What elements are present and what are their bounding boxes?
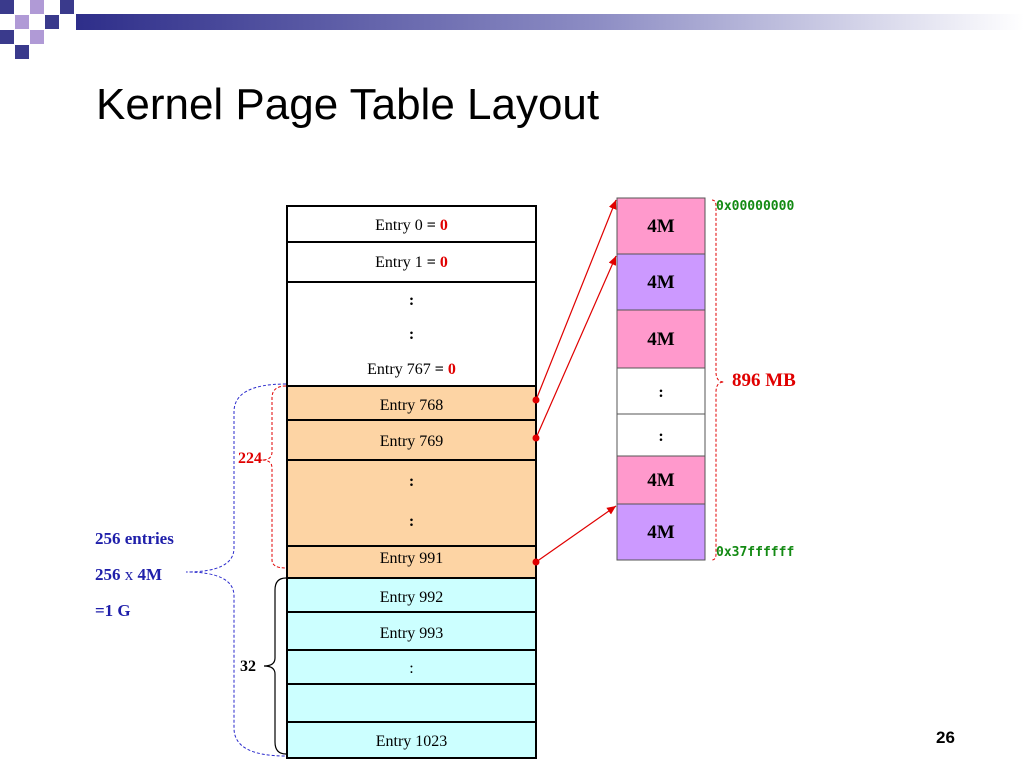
entry-name: Entry 1 [375, 254, 427, 271]
table-row-label: : [409, 513, 414, 530]
entry-name: Entry 769 [380, 433, 444, 450]
table-row-label: Entry 991 [380, 550, 444, 567]
brace-32-label: 32 [240, 658, 256, 675]
memory-block [616, 367, 706, 415]
entry-name: Entry 0 [375, 217, 427, 234]
entry-name: : [409, 292, 414, 309]
brace-32 [263, 577, 287, 755]
diagram-annotations [185, 199, 725, 757]
entry-value: 0 [448, 361, 456, 378]
entry-name: Entry 767 [367, 361, 435, 378]
table-row-label: : [409, 660, 413, 677]
entry-name: Entry 1023 [376, 733, 448, 750]
header-decoration [0, 0, 1024, 59]
table-row-label: : [409, 326, 414, 343]
table-row-label: Entry 993 [380, 625, 444, 642]
entry-name: Entry 768 [380, 397, 444, 414]
memory-block-label: : [658, 384, 663, 401]
entry-value: 0 [440, 217, 448, 234]
table-row-label: Entry 768 [380, 397, 444, 414]
table-row [286, 281, 537, 387]
table-row [286, 721, 537, 759]
brace-224 [261, 385, 287, 569]
table-row-label: Entry 1023 [376, 733, 448, 750]
arrow-entry-768 [535, 199, 617, 401]
entry-name: Entry 992 [380, 589, 444, 606]
table-row-label: : [409, 473, 414, 490]
memory-block-label: 4M [647, 272, 675, 293]
entry-value: 0 [440, 254, 448, 271]
arrow-entry-991 [535, 505, 617, 563]
table-row-label: Entry 0 = 0 [375, 217, 448, 234]
memory-block-label: 4M [647, 522, 675, 543]
memory-block-label: : [658, 428, 663, 445]
memory-block [616, 309, 706, 369]
entry-name: Entry 991 [380, 550, 444, 567]
start-address-label: 0x00000000 [716, 199, 795, 214]
header-square [0, 0, 14, 14]
table-row-label: Entry 769 [380, 433, 444, 450]
note-size: 4M [133, 565, 163, 584]
brace-256-entries [185, 383, 287, 757]
header-square [30, 0, 44, 14]
entry-name: : [409, 473, 414, 490]
table-row [286, 385, 537, 421]
table-row [286, 577, 537, 613]
table-row [286, 683, 537, 723]
memory-block [616, 503, 706, 561]
memory-block [616, 455, 706, 505]
end-address-label: 0x37ffffff [716, 545, 795, 560]
table-row-label: Entry 767 = 0 [367, 361, 456, 378]
note-line-multiplication: 256 x 4M [95, 565, 162, 585]
header-square [15, 45, 29, 59]
note-count: 256 [95, 565, 125, 584]
header-square [60, 0, 74, 14]
entry-equals: = [435, 361, 448, 378]
table-row-label: Entry 1 = 0 [375, 254, 448, 271]
table-row [286, 611, 537, 651]
memory-block [616, 253, 706, 311]
header-square [0, 30, 14, 44]
entry-name: : [409, 326, 414, 343]
memory-block-label: 4M [647, 329, 675, 350]
note-line-entries: 256 entries [95, 529, 174, 548]
table-row [286, 205, 537, 243]
entry-name: : [409, 660, 413, 677]
memory-block [616, 197, 706, 255]
memory-block [616, 413, 706, 457]
table-row [286, 459, 537, 547]
page-number: 26 [936, 728, 955, 747]
brace-896mb [711, 199, 725, 561]
slide-title: Kernel Page Table Layout [96, 80, 600, 129]
header-square [45, 15, 59, 29]
table-row-label: Entry 992 [380, 589, 444, 606]
arrow-entry-769 [535, 255, 617, 439]
memory-size-label: 896 MB [732, 370, 796, 391]
memory-block-label: 4M [647, 216, 675, 237]
note-times: x [124, 565, 134, 584]
header-gradient-bar [76, 14, 1024, 30]
memory-block-label: 4M [647, 470, 675, 491]
brace-224-label: 224 [238, 450, 262, 467]
entry-name: Entry 993 [380, 625, 444, 642]
header-square [30, 30, 44, 44]
entry-name: : [409, 513, 414, 530]
table-row [286, 241, 537, 283]
header-square [15, 15, 29, 29]
entry-equals: = [427, 217, 440, 234]
table-row [286, 649, 537, 685]
table-row-label: : [409, 292, 414, 309]
entry-equals: = [427, 254, 440, 271]
note-line-total: =1 G [95, 601, 131, 620]
